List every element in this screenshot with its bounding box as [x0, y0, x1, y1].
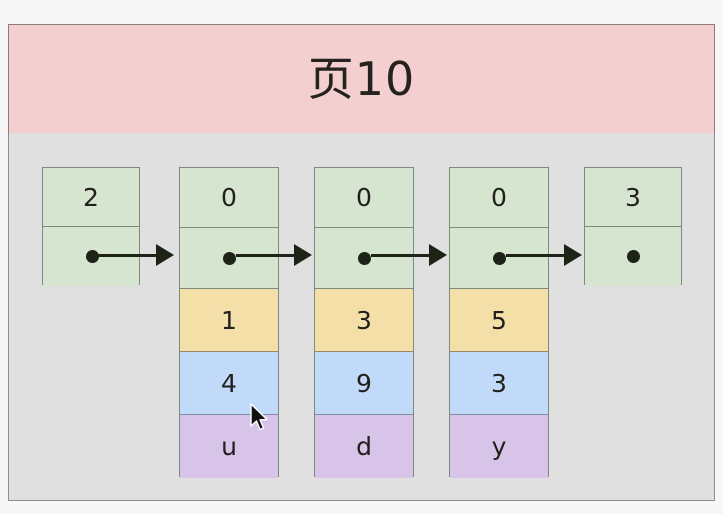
node-1-field-a-cell: 1 — [180, 289, 278, 352]
node-head-value: 2 — [83, 182, 99, 212]
arrow-line-2-to-3 — [371, 254, 429, 257]
node-2-value: 0 — [356, 183, 372, 212]
arrow-line-1-to-2 — [236, 254, 294, 257]
node-tail-value-cell: 3 — [585, 168, 681, 227]
arrow-head-2-to-3 — [429, 244, 447, 266]
node-1-field-a: 1 — [221, 305, 237, 335]
node-tail-pointer-cell — [585, 227, 681, 286]
node-2[interactable]: 0 3 9 d — [314, 167, 414, 478]
node-2-field-b-cell: 9 — [315, 352, 413, 415]
arrow-line-3-to-tail — [506, 254, 564, 257]
node-1-field-b: 4 — [221, 368, 237, 398]
node-3-field-c: y — [491, 432, 507, 461]
arrow-head-1-to-2 — [294, 244, 312, 266]
node-3-field-a-cell: 5 — [450, 289, 548, 352]
node-2-pointer-cell — [315, 228, 413, 289]
node-2-value-cell: 0 — [315, 168, 413, 228]
pointer-dot-icon — [358, 251, 371, 265]
node-3[interactable]: 0 5 3 y — [449, 167, 549, 478]
node-head-value-cell: 2 — [43, 168, 139, 227]
node-1[interactable]: 0 1 4 u — [179, 167, 279, 478]
pointer-dot-icon — [86, 250, 99, 263]
node-2-field-a: 3 — [356, 305, 372, 335]
node-tail-value: 3 — [625, 182, 641, 212]
node-1-field-c: u — [221, 432, 237, 461]
pointer-dot-icon — [626, 250, 640, 263]
page-title: 页10 — [307, 52, 416, 106]
node-2-field-b: 9 — [356, 368, 372, 398]
pointer-dot-icon — [223, 251, 236, 265]
node-tail[interactable]: 3 — [584, 167, 682, 286]
node-1-pointer-cell — [180, 228, 278, 289]
node-3-pointer-cell — [450, 228, 548, 289]
arrow-head-head-to-1 — [156, 244, 174, 266]
node-3-field-b-cell: 3 — [450, 352, 548, 415]
node-3-field-a: 5 — [491, 305, 507, 335]
node-3-field-b: 3 — [491, 368, 507, 398]
arrow-head-3-to-tail — [564, 244, 582, 266]
node-1-field-c-cell: u — [180, 415, 278, 478]
node-head[interactable]: 2 — [42, 167, 140, 286]
arrow-line-head-to-1 — [98, 254, 156, 257]
node-2-field-c-cell: d — [315, 415, 413, 478]
pointer-dot-icon — [493, 251, 506, 265]
node-3-value: 0 — [491, 183, 507, 212]
node-3-field-c-cell: y — [450, 415, 548, 478]
node-1-value-cell: 0 — [180, 168, 278, 228]
node-2-field-c: d — [356, 432, 372, 461]
node-1-value: 0 — [221, 183, 237, 212]
page-header: 页10 — [8, 24, 715, 134]
node-2-field-a-cell: 3 — [315, 289, 413, 352]
node-3-value-cell: 0 — [450, 168, 548, 228]
node-1-field-b-cell: 4 — [180, 352, 278, 415]
